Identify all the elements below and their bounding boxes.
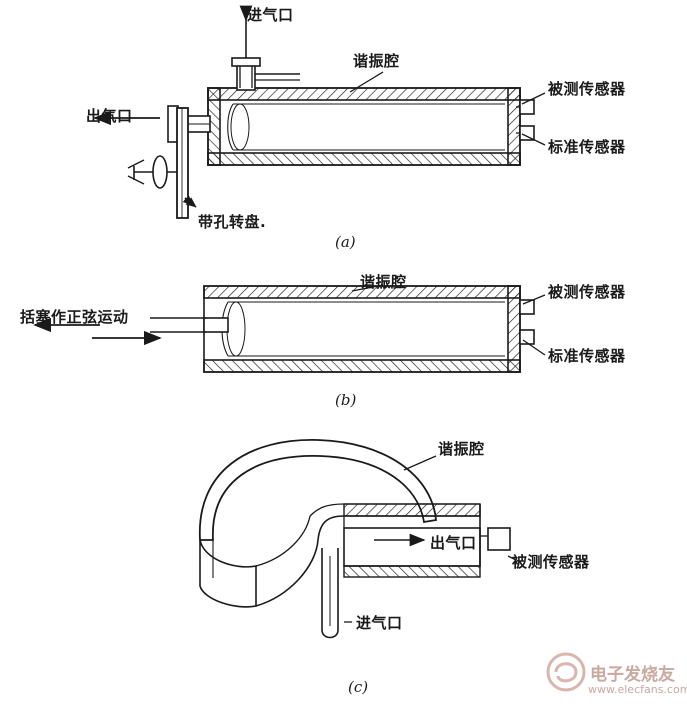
label-c-inlet: 进气口: [356, 614, 403, 632]
label-b-resonant-cavity: 谐振腔: [360, 273, 407, 291]
caption-panel-c: (c): [348, 678, 369, 696]
label-b-standard-sensor: 标准传感器: [548, 347, 626, 365]
watermark-text-url: www.elecfans.com: [588, 683, 687, 696]
panel-b-drawing: [33, 284, 546, 373]
caption-panel-a: (a): [335, 233, 356, 251]
label-a-standard-sensor: 标准传感器: [548, 138, 626, 156]
label-c-sensor-under-test: 被测传感器: [512, 553, 590, 571]
caption-panel-b: (b): [335, 391, 357, 409]
label-a-resonant-cavity: 谐振腔: [353, 52, 400, 70]
panel-a-drawing: [93, 5, 546, 219]
label-a-inlet: 进气口: [247, 6, 294, 24]
label-b-piston-motion: 括塞作正弦运动: [20, 308, 129, 326]
watermark-text-cn: 电子发烧友: [590, 665, 675, 685]
watermark-logo: [546, 652, 586, 692]
label-c-resonant-cavity: 谐振腔: [438, 440, 485, 458]
label-c-outlet: 出气口: [430, 534, 477, 552]
label-a-outlet: 出气口: [86, 107, 133, 125]
label-a-perforated-disc: 带孔转盘.: [198, 213, 267, 231]
label-b-sensor-under-test: 被测传感器: [548, 283, 626, 301]
label-a-sensor-under-test: 被测传感器: [548, 80, 626, 98]
panel-c-drawing: [199, 439, 517, 639]
